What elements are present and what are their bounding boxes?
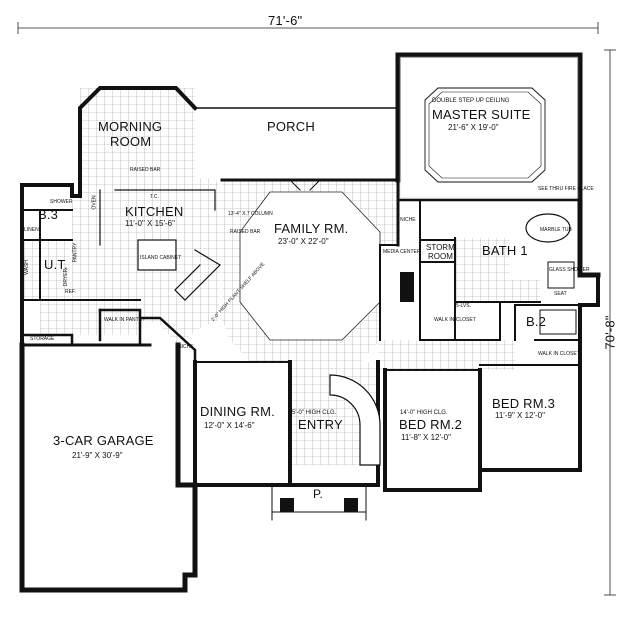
note-see-thru-fireplace: SEE THRU FIRE PLACE — [538, 186, 594, 192]
note-ref: REF. — [65, 289, 76, 295]
ut-label: U.T. — [44, 257, 68, 272]
note-walk-in-closet-2: WALK IN CLOSET — [538, 351, 580, 357]
storm-room-label-1: STORM — [426, 243, 455, 252]
b3-label: B.3 — [38, 207, 59, 222]
entry-ceiling: 5'-0" HIGH CLG. — [292, 410, 337, 416]
note-glass-shower: GLASS SHOWER — [549, 267, 590, 273]
note-walk-in-pantry: WALK IN PANTRY — [104, 317, 146, 323]
note-walk-in-closet: WALK IN CLOSET — [434, 317, 476, 323]
family-room-dims: 23'-0" X 22'-0" — [278, 237, 329, 246]
dining-room-label: DINING RM. — [200, 404, 275, 419]
note-raised-bar-2: RAISED BAR — [230, 229, 261, 235]
tile-bath1 — [455, 238, 540, 302]
note-marble-tub: MARBLE TUB — [540, 227, 572, 233]
note-island-cabinet: ISLAND CABINET — [140, 255, 182, 261]
master-suite-label: MASTER SUITE — [432, 107, 531, 122]
bed3-dims: 11'-9" X 12'-0" — [495, 411, 545, 420]
porch-label: PORCH — [267, 119, 315, 134]
dining-room-dims: 12'-0" X 14'-6" — [204, 421, 255, 430]
master-suite-dims: 21'-6" X 19'-0" — [448, 123, 499, 132]
storm-room-label-2: ROOM — [428, 252, 453, 261]
kitchen-dims: 11'-0" X 15'-6" — [125, 219, 175, 228]
note-washer: WASH — [23, 260, 30, 275]
overall-width-label: 71'-6" — [268, 13, 303, 28]
family-octagon — [239, 191, 381, 341]
bed2-dims: 11'-8" X 12'-0" — [401, 433, 451, 442]
note-oven: OVEN — [91, 195, 98, 210]
tile-hall — [378, 340, 515, 370]
note-dryer: DRYER — [63, 268, 70, 287]
garage-label: 3-CAR GARAGE — [53, 433, 154, 448]
note-seat: SEAT — [554, 291, 567, 297]
bed2-ceiling: 14'-0" HIGH CLG. — [400, 410, 448, 416]
garage-dims: 21'-9" X 30'-9" — [72, 451, 123, 460]
note-tc: T.C. — [150, 194, 159, 200]
note-pantry: PANTRY — [72, 242, 79, 263]
dimension-lines — [17, 22, 616, 596]
note-raised-bar: RAISED BAR — [130, 167, 161, 173]
note-niche-lower: NICHE — [178, 344, 194, 350]
kitchen-label: KITCHEN — [125, 204, 184, 219]
tile-laundry — [22, 240, 70, 300]
walls — [19, 52, 601, 593]
master-suite-hatch — [399, 56, 579, 199]
bed2-label: BED RM.2 — [399, 417, 463, 432]
note-column: 13'-4" X.7 COLUMN — [228, 211, 273, 217]
note-niche-upper: NICHE — [400, 217, 416, 223]
note-media-center: MEDIA CENTER — [383, 249, 421, 255]
family-room-label: FAMILY RM. — [274, 221, 349, 236]
morning-room-label-1: MORNING — [98, 119, 163, 134]
entry-label: ENTRY — [298, 417, 343, 432]
bath1-label: BATH 1 — [482, 243, 528, 258]
note-shelves: 5-LVS. — [456, 303, 471, 309]
bed3-label: BED RM.3 — [492, 396, 556, 411]
note-linen: LINEN — [24, 227, 39, 233]
morning-room-label-2: ROOM — [110, 134, 152, 149]
master-suite-ceiling: DOUBLE STEP UP CEILING — [432, 98, 510, 104]
porch-p-label: P. — [313, 487, 323, 501]
note-shower: SHOWER — [50, 199, 73, 205]
b2-label: B.2 — [526, 314, 547, 329]
overall-depth-label: 70'-8" — [602, 315, 618, 350]
note-storage: STORAGE — [30, 336, 55, 342]
